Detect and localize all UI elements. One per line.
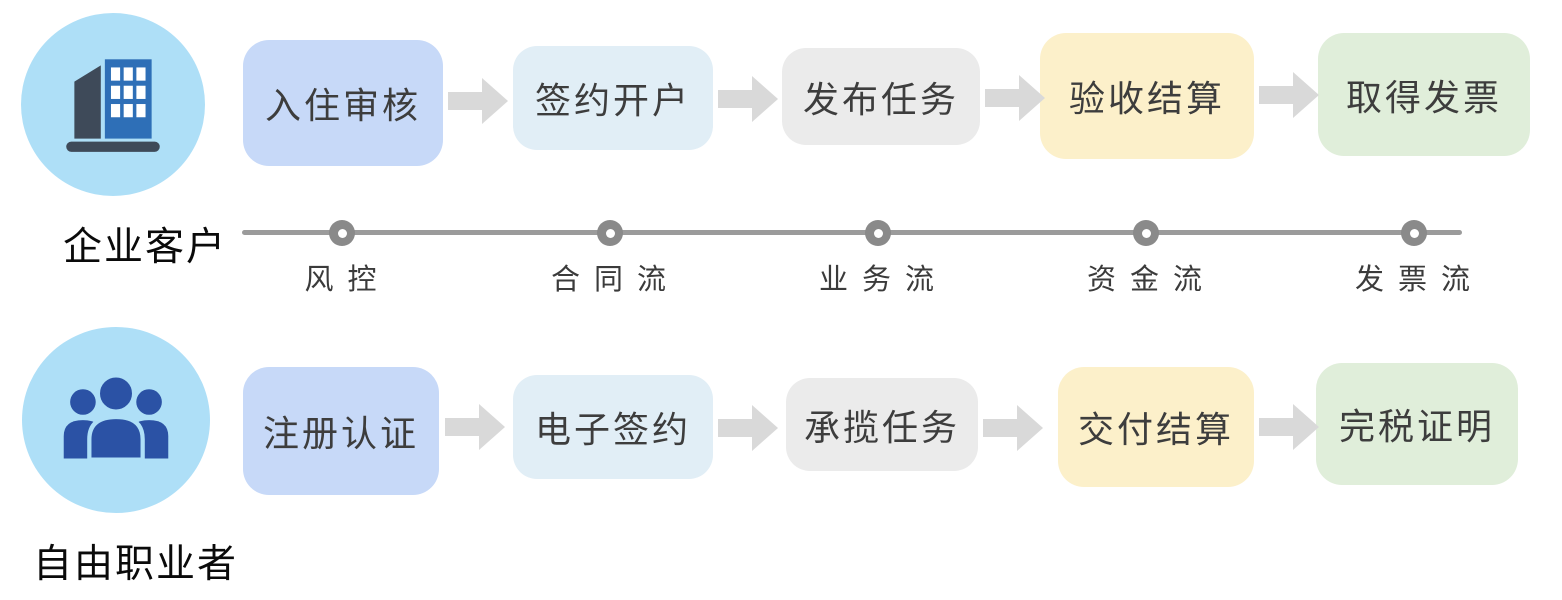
process-step: 完税证明: [1316, 363, 1518, 485]
timeline-label: 业 务 流: [818, 264, 938, 296]
arrow-right-icon: [985, 73, 1045, 123]
people-group-icon: [52, 354, 180, 487]
actor-label-freelancer: 自由职业者: [32, 543, 238, 586]
arrow-right-icon: [448, 76, 508, 126]
actor-circle-freelancer: [22, 327, 210, 513]
timeline-dot: [1133, 220, 1159, 246]
arrow-right-icon: [1259, 402, 1319, 452]
actor-label-enterprise: 企业客户: [62, 226, 227, 269]
arrow-right-icon: [1259, 70, 1319, 120]
process-step: 交付结算: [1058, 367, 1254, 487]
arrow-right-icon: [718, 403, 778, 453]
timeline-dot: [329, 220, 355, 246]
timeline-axis: [242, 230, 1462, 235]
process-step: 电子签约: [513, 375, 713, 479]
arrow-right-icon: [718, 74, 778, 124]
timeline-dot: [1401, 220, 1427, 246]
process-step: 验收结算: [1040, 33, 1254, 159]
process-step: 承揽任务: [786, 378, 978, 471]
timeline-label: 合 同 流: [550, 264, 670, 296]
arrow-right-icon: [983, 403, 1043, 453]
timeline-label: 资 金 流: [1086, 264, 1206, 296]
process-step: 取得发票: [1318, 33, 1530, 156]
timeline-label: 发 票 流: [1354, 264, 1474, 296]
process-step: 入住审核: [243, 40, 443, 166]
process-step: 注册认证: [243, 367, 439, 495]
timeline-label: 风 控: [304, 264, 380, 296]
process-step: 发布任务: [782, 48, 980, 145]
process-step: 签约开户: [513, 46, 713, 150]
actor-circle-enterprise: [21, 13, 205, 196]
timeline-dot: [597, 220, 623, 246]
arrow-right-icon: [445, 402, 505, 452]
timeline-dot: [865, 220, 891, 246]
building-icon: [52, 41, 174, 168]
